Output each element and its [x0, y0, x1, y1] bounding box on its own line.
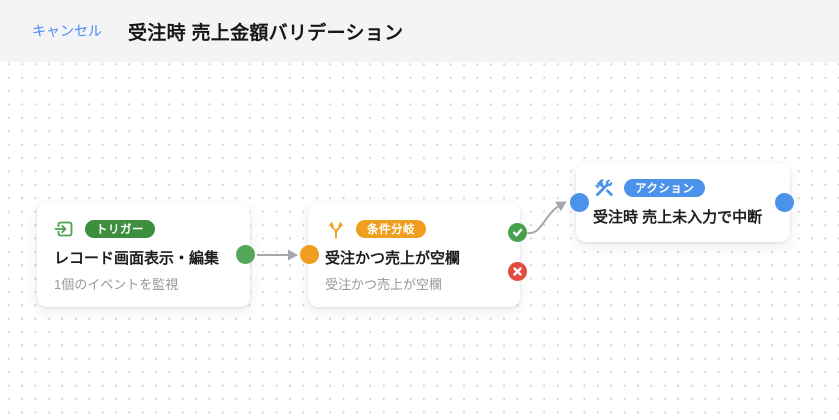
header: キャンセル 受注時 売上金額バリデーション — [0, 0, 839, 62]
trigger-output-port[interactable] — [236, 245, 255, 264]
x-icon — [513, 267, 522, 276]
action-badge: アクション — [624, 179, 706, 197]
branch-icon — [325, 218, 347, 240]
construction-icon — [593, 177, 615, 199]
condition-input-port[interactable] — [300, 245, 319, 264]
page-title: 受注時 売上金額バリデーション — [128, 22, 404, 44]
condition-node-subtitle: 受注かつ売上が空欄 — [325, 277, 443, 292]
cancel-link[interactable]: キャンセル — [32, 23, 102, 39]
condition-false-port[interactable] — [508, 262, 527, 281]
trigger-node-title: レコード画面表示・編集 — [54, 250, 220, 267]
condition-badge: 条件分岐 — [356, 220, 426, 238]
check-icon — [512, 228, 523, 237]
action-node[interactable]: アクション 受注時 売上未入力で中断 — [576, 163, 790, 242]
login-icon — [54, 218, 76, 240]
trigger-node-subtitle: 1個のイベントを監視 — [54, 277, 179, 292]
action-input-port[interactable] — [570, 193, 589, 212]
trigger-badge: トリガー — [85, 220, 155, 238]
edge-condition-true-to-action — [527, 205, 559, 235]
trigger-node[interactable]: トリガー レコード画面表示・編集 1個のイベントを監視 — [37, 203, 250, 307]
connector-lines — [257, 201, 567, 261]
condition-true-port[interactable] — [508, 223, 527, 242]
condition-node[interactable]: 条件分岐 受注かつ売上が空欄 受注かつ売上が空欄 — [308, 203, 520, 307]
workflow-canvas[interactable]: トリガー レコード画面表示・編集 1個のイベントを監視 条件分岐 受注かつ売上が… — [0, 62, 839, 420]
action-node-title: 受注時 売上未入力で中断 — [593, 209, 763, 226]
action-output-port[interactable] — [775, 193, 794, 212]
condition-node-title: 受注かつ売上が空欄 — [325, 250, 461, 267]
arrowhead-icon — [555, 201, 567, 212]
arrowhead-icon — [288, 249, 298, 261]
